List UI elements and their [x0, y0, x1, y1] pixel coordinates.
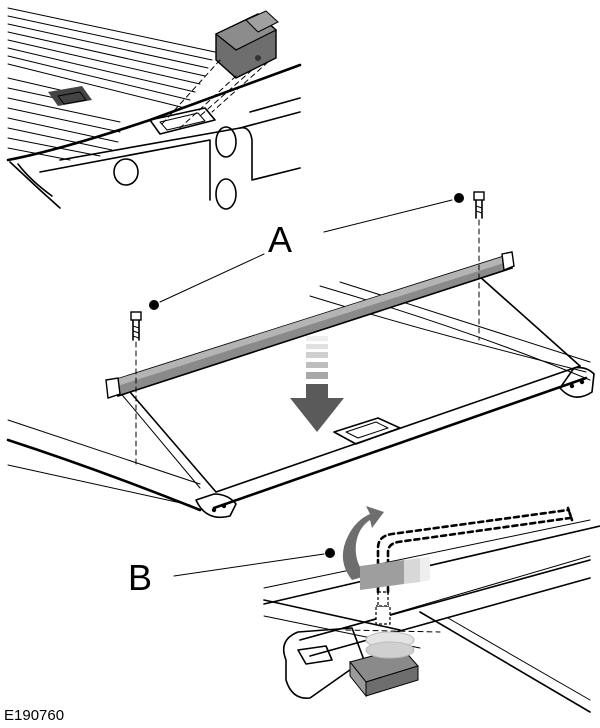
down-arrow-icon [290, 336, 344, 432]
frame-slot [333, 417, 401, 445]
roof-rail [105, 251, 515, 399]
rotate-arrow-icon [342, 506, 430, 590]
frame-end-cap-front [195, 493, 237, 519]
figure-code: E190760 [4, 707, 64, 724]
clamp-block [349, 631, 419, 698]
hex-key-icon [375, 506, 574, 625]
callout-b-label: B [128, 557, 152, 598]
mounting-clip [214, 10, 279, 79]
bolt-left [130, 311, 142, 341]
roof-ribs [7, 7, 216, 161]
frame-end-cap-rear [559, 366, 595, 398]
detail-roof-slot-view [6, 7, 302, 210]
roof-slot-left [48, 86, 92, 106]
callout-a: A [149, 193, 464, 310]
rail-installation-view: A [6, 191, 595, 519]
tightening-detail-view: B [128, 506, 600, 713]
callout-b: B [128, 548, 335, 598]
roof-slot-right [149, 107, 216, 135]
callout-a-label: A [268, 219, 292, 260]
bolt-right [473, 191, 485, 219]
